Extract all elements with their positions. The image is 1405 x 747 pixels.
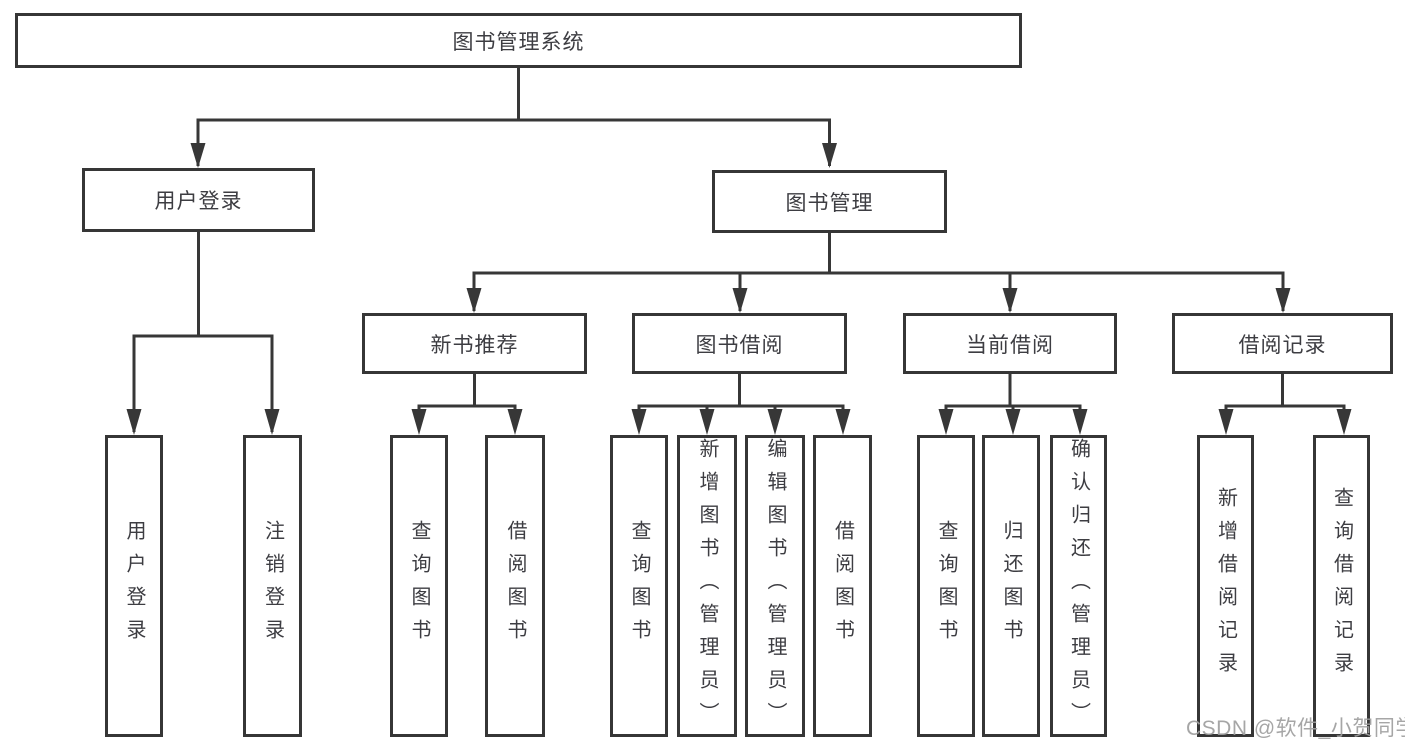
edges-book-borrow	[631, 374, 851, 435]
node-user-login: 用户登录	[82, 168, 315, 232]
leaf-confirm-return-admin: 确认归还（管理员）	[1050, 435, 1107, 737]
leaf-query-books-recommend-label: 查询图书	[408, 520, 430, 652]
node-new-book-recommend-label: 新书推荐	[430, 333, 519, 357]
leaf-query-books-current-label: 查询图书	[935, 520, 957, 652]
node-book-borrow: 图书借阅	[632, 313, 847, 374]
leaf-query-books-current: 查询图书	[917, 435, 975, 737]
leaf-return-books-label: 归还图书	[1000, 520, 1022, 652]
edges-root-to-level2	[190, 68, 837, 168]
leaf-add-books-admin: 新增图书（管理员）	[677, 435, 737, 737]
node-user-login-label: 用户登录	[154, 190, 243, 213]
leaf-return-books: 归还图书	[982, 435, 1040, 737]
leaf-query-books-recommend: 查询图书	[390, 435, 448, 737]
leaf-query-borrow-record: 查询借阅记录	[1313, 435, 1370, 737]
edges-borrow-records	[1218, 374, 1352, 435]
leaf-borrow-books-recommend-label: 借阅图书	[504, 520, 526, 652]
edges-book-management-to-level3	[466, 233, 1291, 313]
leaf-edit-books-admin: 编辑图书（管理员）	[745, 435, 805, 737]
leaf-add-books-admin-label: 新增图书（管理员）	[696, 438, 718, 735]
leaf-query-borrow-record-label: 查询借阅记录	[1330, 487, 1353, 685]
node-borrow-records: 借阅记录	[1172, 313, 1393, 374]
leaf-add-borrow-record: 新增借阅记录	[1197, 435, 1254, 737]
leaf-borrow-books-recommend: 借阅图书	[485, 435, 545, 737]
node-book-borrow-label: 图书借阅	[695, 333, 784, 357]
leaf-add-borrow-record-label: 新增借阅记录	[1214, 487, 1237, 685]
leaf-query-books-borrow-label: 查询图书	[628, 520, 650, 652]
edges-current-borrow	[938, 374, 1088, 435]
node-current-borrow-label: 当前借阅	[966, 333, 1054, 357]
leaf-borrow-books-borrow-label: 借阅图书	[831, 520, 854, 652]
node-root-label: 图书管理系统	[452, 30, 585, 54]
leaf-logout-label: 注销登录	[261, 520, 284, 652]
leaf-query-books-borrow: 查询图书	[610, 435, 668, 737]
node-root: 图书管理系统	[15, 13, 1022, 68]
leaf-user-login-label: 用户登录	[123, 520, 145, 652]
leaf-borrow-books-borrow: 借阅图书	[813, 435, 872, 737]
leaf-edit-books-admin-label: 编辑图书（管理员）	[764, 438, 786, 735]
node-current-borrow: 当前借阅	[903, 313, 1117, 374]
edges-new-book-recommend	[411, 374, 523, 435]
leaf-logout: 注销登录	[243, 435, 302, 737]
leaf-confirm-return-admin-label: 确认归还（管理员）	[1067, 438, 1090, 735]
node-book-management-label: 图书管理	[785, 191, 874, 215]
edges-user-login-to-leaves	[126, 232, 280, 435]
node-borrow-records-label: 借阅记录	[1238, 333, 1327, 357]
node-new-book-recommend: 新书推荐	[362, 313, 587, 374]
leaf-user-login: 用户登录	[105, 435, 163, 737]
node-book-management: 图书管理	[712, 170, 947, 233]
